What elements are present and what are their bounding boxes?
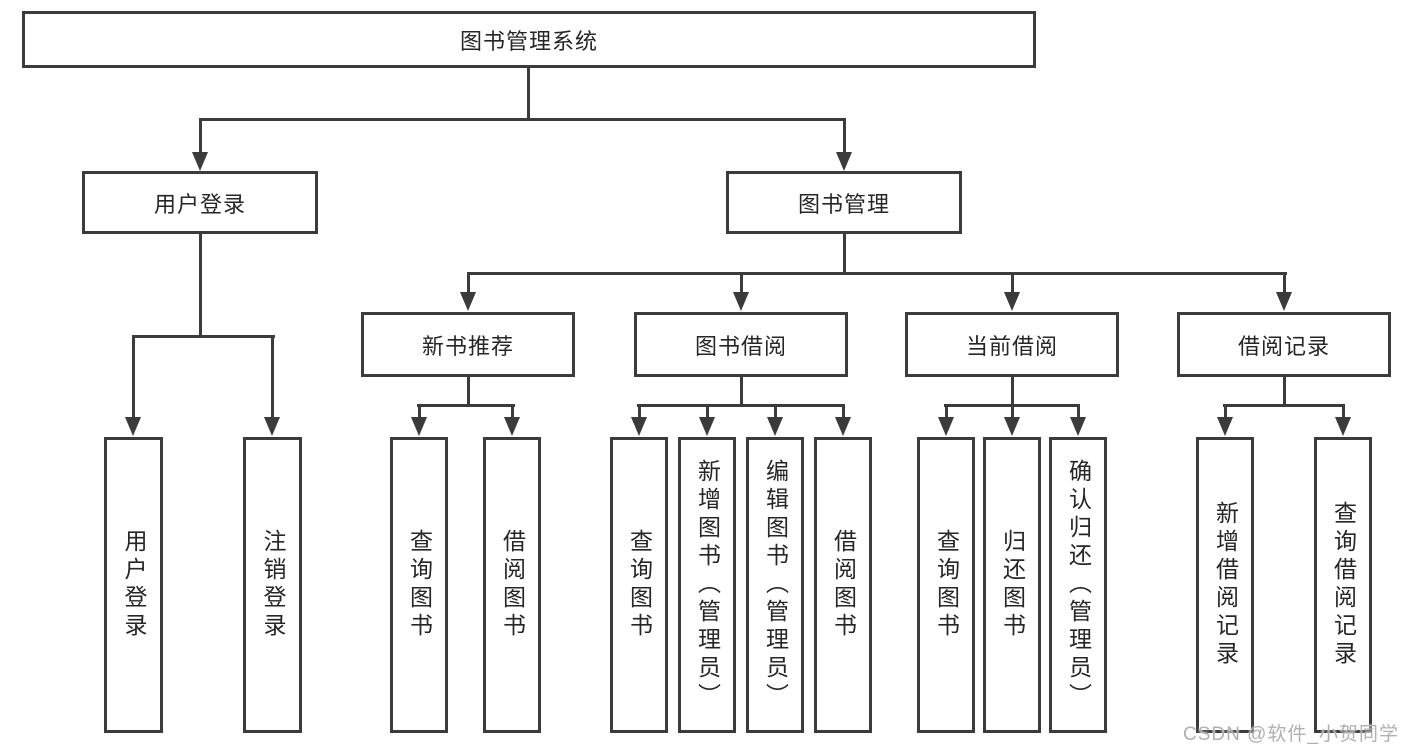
leaf-query-borrow-record: 查询借阅记录: [1314, 437, 1372, 733]
arrow-down-icon: [767, 417, 783, 436]
arrow-down-icon: [125, 417, 141, 436]
connector: [945, 404, 948, 420]
connector: [527, 68, 530, 120]
connector: [740, 272, 743, 294]
leaf-borrow-books: 借阅图书: [814, 437, 872, 733]
connector: [132, 335, 135, 417]
node-label: 图书管理系统: [459, 28, 598, 54]
connector: [199, 118, 202, 154]
leaf-user-login: 用户登录: [104, 437, 163, 733]
arrow-down-icon: [835, 417, 851, 436]
connector: [842, 404, 845, 420]
node-current-borrowing: 当前借阅: [905, 312, 1119, 377]
connector: [774, 404, 777, 420]
node-library-system: 图书管理系统: [22, 11, 1036, 68]
node-label: 用户登录: [153, 191, 246, 217]
arrow-down-icon: [1276, 292, 1292, 311]
connector: [1342, 404, 1345, 420]
leaf-add-borrow-record: 新增借阅记录: [1196, 437, 1254, 733]
connector: [467, 272, 470, 294]
node-book-borrowing: 图书借阅: [634, 312, 848, 377]
leaf-label: 查询图书: [406, 529, 433, 641]
node-borrow-records: 借阅记录: [1177, 312, 1391, 377]
node-label: 图书借阅: [694, 333, 787, 359]
leaf-add-book-admin: 新增图书（管理员）: [678, 437, 736, 733]
leaf-label: 用户登录: [121, 529, 147, 641]
node-label: 当前借阅: [965, 333, 1058, 359]
arrow-down-icon: [460, 292, 476, 311]
arrow-down-icon: [411, 417, 427, 436]
arrow-down-icon: [631, 417, 647, 436]
csdn-watermark: CSDN @软件_小贺同学: [1183, 724, 1399, 745]
arrow-down-icon: [504, 417, 520, 436]
connector: [1011, 404, 1014, 420]
node-label: 新书推荐: [421, 333, 514, 359]
leaf-label: 新增借阅记录: [1212, 501, 1239, 669]
connector: [843, 118, 846, 154]
node-book-management: 图书管理: [726, 171, 962, 234]
leaf-label: 确认归还（管理员）: [1065, 459, 1092, 711]
connector: [638, 404, 641, 420]
connector: [1283, 377, 1286, 407]
arrow-down-icon: [1004, 417, 1020, 436]
connector: [1224, 404, 1227, 420]
node-new-book-recommend: 新书推荐: [361, 312, 575, 377]
leaf-query-books-recommend: 查询图书: [390, 437, 448, 733]
node-label: 图书管理: [797, 191, 890, 217]
connector: [1283, 272, 1286, 294]
arrow-down-icon: [733, 292, 749, 311]
connector: [1077, 404, 1080, 420]
leaf-label: 归还图书: [999, 529, 1026, 641]
arrow-down-icon: [1217, 417, 1233, 436]
connector: [199, 118, 846, 121]
arrow-down-icon: [1070, 417, 1086, 436]
leaf-label: 编辑图书（管理员）: [762, 459, 789, 711]
leaf-confirm-return-admin: 确认归还（管理员）: [1049, 437, 1107, 733]
connector: [843, 234, 846, 275]
leaf-query-books-borrow: 查询图书: [610, 437, 668, 733]
leaf-label: 查询借阅记录: [1330, 501, 1357, 669]
arrow-down-icon: [1004, 292, 1020, 311]
leaf-label: 借阅图书: [499, 529, 526, 641]
leaf-label: 新增图书（管理员）: [694, 459, 721, 711]
leaf-return-book: 归还图书: [983, 437, 1041, 733]
connector: [132, 335, 275, 338]
node-label: 借阅记录: [1237, 333, 1330, 359]
leaf-edit-book-admin: 编辑图书（管理员）: [746, 437, 804, 733]
arrow-down-icon: [1335, 417, 1351, 436]
node-user-login: 用户登录: [82, 171, 318, 234]
arrow-down-icon: [836, 152, 852, 171]
connector: [1011, 272, 1014, 294]
connector: [1011, 377, 1014, 407]
leaf-label: 注销登录: [260, 529, 286, 641]
arrow-down-icon: [192, 152, 208, 171]
arrow-down-icon: [699, 417, 715, 436]
connector: [271, 335, 274, 417]
leaf-label: 查询图书: [933, 529, 960, 641]
leaf-label: 借阅图书: [830, 529, 857, 641]
connector: [511, 404, 514, 420]
leaf-logout: 注销登录: [243, 437, 302, 733]
arrow-down-icon: [938, 417, 954, 436]
connector: [467, 272, 1287, 275]
connector: [467, 377, 470, 407]
connector: [740, 377, 743, 407]
connector: [1223, 404, 1345, 407]
arrow-down-icon: [264, 417, 280, 436]
leaf-borrow-books-recommend: 借阅图书: [483, 437, 541, 733]
leaf-label: 查询图书: [626, 529, 653, 641]
connector: [417, 404, 515, 407]
connector: [199, 234, 202, 337]
connector: [706, 404, 709, 420]
leaf-query-books-current: 查询图书: [917, 437, 975, 733]
connector: [418, 404, 421, 420]
connector: [637, 404, 845, 407]
